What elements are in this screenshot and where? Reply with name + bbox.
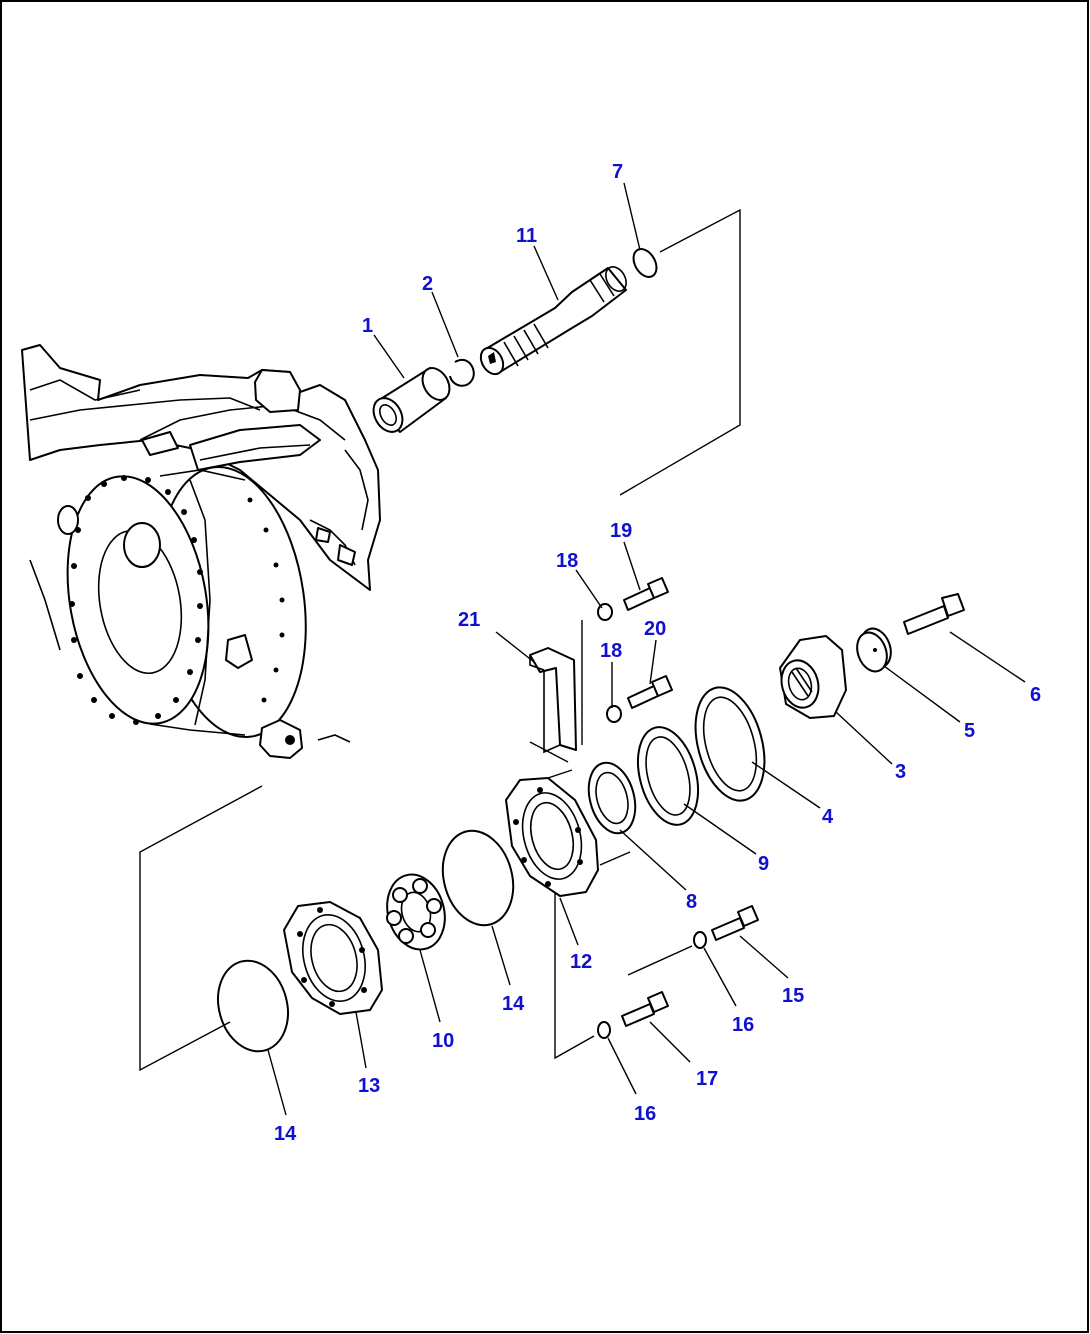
callout-5: 5	[964, 720, 975, 742]
part-7-o-ring	[632, 248, 658, 278]
part-2-snap-ring	[449, 359, 475, 387]
part-9-shim	[637, 726, 699, 826]
part-16-washer-lower	[597, 1021, 611, 1039]
callout-17: 17	[696, 1068, 718, 1090]
callout-15: 15	[782, 985, 804, 1007]
part-20-bolt	[627, 675, 673, 709]
callout-19: 19	[610, 520, 632, 542]
callout-11: 11	[516, 225, 537, 247]
callout-6: 6	[1030, 684, 1041, 706]
part-4-seal	[694, 686, 766, 802]
ring-bolt-holes	[247, 497, 285, 703]
part-11-shaft	[479, 266, 627, 376]
part-8-bearing-race	[587, 761, 637, 835]
callout-14b: 14	[274, 1123, 297, 1145]
flange-bolt-holes	[69, 475, 203, 725]
callout-9: 9	[758, 853, 769, 875]
part-13-cage	[283, 901, 383, 1015]
part-21-bracket	[529, 647, 577, 754]
callout-16b: 16	[634, 1103, 656, 1125]
callout-labels: 1 2 3 4 5 6 7 8 9 10 11 12 13 14 14 15 1…	[274, 161, 1041, 1145]
part-15-bolt	[711, 905, 759, 941]
part-17-bolt	[621, 991, 669, 1027]
callout-1: 1	[362, 315, 373, 337]
callout-2: 2	[422, 273, 433, 295]
part-14-o-ring-upper	[441, 829, 515, 927]
callout-18b: 18	[600, 640, 622, 662]
callout-4: 4	[822, 806, 834, 828]
part-5-washer	[856, 627, 892, 673]
part-6-bolt	[903, 593, 965, 635]
callout-20: 20	[644, 618, 666, 640]
callout-16a: 16	[732, 1014, 754, 1036]
part-14-o-ring-lower	[217, 959, 289, 1053]
callout-18a: 18	[556, 550, 578, 572]
part-10-bearing	[386, 873, 446, 951]
part-12-cage	[505, 777, 599, 897]
leader-lines	[267, 182, 1026, 1116]
axle-housing	[21, 344, 381, 759]
callout-10: 10	[432, 1030, 454, 1052]
part-3-flange-yoke	[779, 635, 847, 719]
callout-14a: 14	[502, 993, 525, 1015]
callout-12: 12	[570, 951, 592, 973]
part-19-bolt	[623, 577, 669, 611]
callout-21: 21	[458, 609, 480, 631]
part-16-washer-upper	[693, 931, 707, 949]
callout-3: 3	[895, 761, 906, 783]
callout-7: 7	[612, 161, 623, 183]
part-1-bushing	[372, 367, 451, 433]
callout-8: 8	[686, 891, 697, 913]
callout-13: 13	[358, 1075, 380, 1097]
part-18-washer-lower	[606, 705, 622, 723]
